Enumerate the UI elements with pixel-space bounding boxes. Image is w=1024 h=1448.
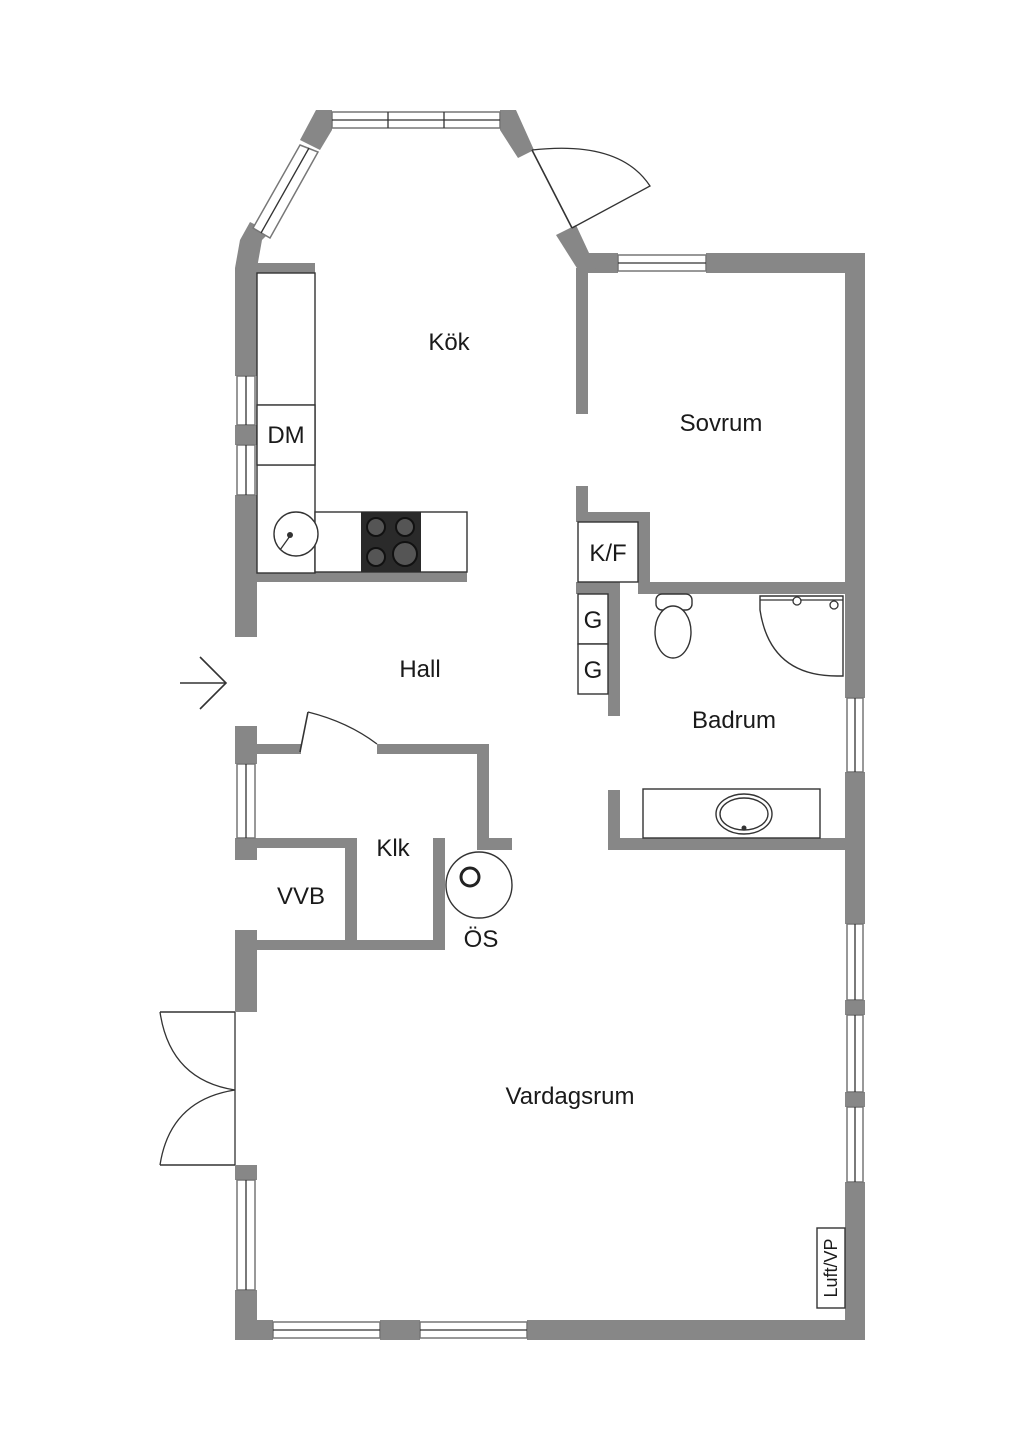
- g-cabinets: [577, 593, 609, 695]
- outer-walls: [235, 110, 865, 1340]
- door-bay: [531, 149, 573, 229]
- fixture-label-g1: G: [584, 607, 603, 634]
- room-label-klk: Klk: [376, 835, 410, 862]
- shower-icon: [759, 595, 844, 677]
- room-label-vvb: VVB: [277, 883, 325, 910]
- fixture-label-dm: DM: [267, 422, 304, 449]
- luft-vp-box: [816, 1227, 846, 1309]
- entrance-arrow-icon: [180, 656, 228, 710]
- room-label-badrum: Badrum: [692, 707, 776, 734]
- window-bay-left: [251, 144, 320, 240]
- fixture-label-kf: K/F: [589, 540, 626, 567]
- door-klk: [299, 711, 309, 753]
- windows: [236, 111, 864, 1339]
- doors: [159, 147, 651, 1166]
- room-label-os: ÖS: [464, 926, 499, 953]
- stove-os-icon: [445, 851, 513, 919]
- room-label-kok: Kök: [428, 329, 470, 356]
- interior-walls: [257, 263, 865, 950]
- room-label-vardagsrum: Vardagsrum: [506, 1083, 635, 1110]
- fixture-label-g2: G: [584, 657, 603, 684]
- bathroom-sink-icon: [642, 788, 821, 839]
- kf-cabinet: [577, 521, 639, 583]
- toilet-icon: [654, 593, 693, 659]
- dm-box: [256, 404, 316, 466]
- stove-icon: [361, 512, 421, 572]
- sink-icon: [273, 511, 319, 557]
- room-label-sovrum: Sovrum: [680, 410, 763, 437]
- fixture-label-luft: Luft/VP: [821, 1238, 841, 1297]
- room-label-hall: Hall: [399, 656, 440, 683]
